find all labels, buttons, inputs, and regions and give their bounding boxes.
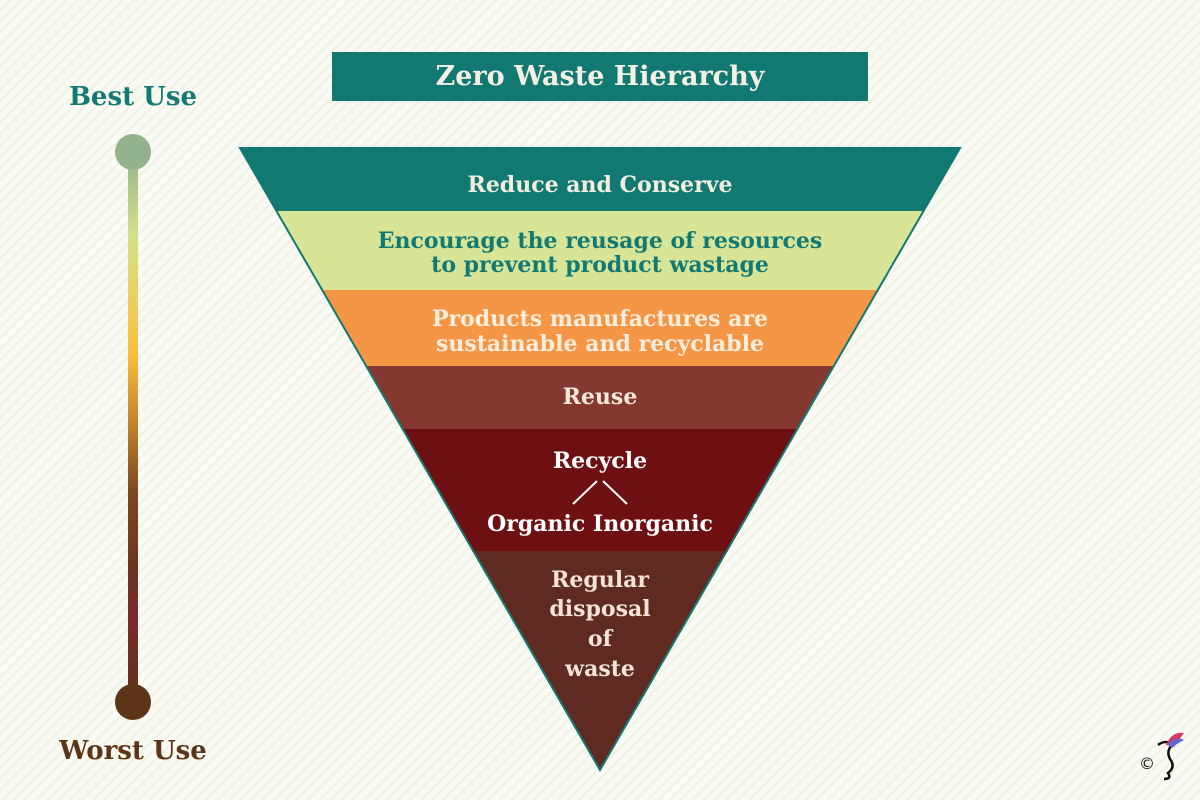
layer-text: of [588, 626, 614, 652]
scale-top-dot [115, 134, 151, 170]
layer-text: disposal [549, 596, 650, 622]
best-use-label: Best Use [68, 82, 198, 112]
layer-encourage [240, 211, 960, 290]
hummingbird-logo-icon [1157, 732, 1184, 781]
layer-text: Recycle [553, 448, 647, 474]
layer-text: sustainable and recyclable [436, 331, 764, 357]
worst-use-label: Worst Use [59, 736, 207, 766]
branch-line-left [572, 480, 598, 505]
layer-reduce [240, 148, 960, 211]
scale-bottom-dot [115, 684, 151, 720]
layer-text: Encourage the reusage of resources [378, 228, 823, 254]
branch-line-right [602, 480, 628, 505]
layer-text: to prevent product wastage [431, 252, 769, 278]
gradient-scale-bar [128, 152, 138, 700]
layer-text: Reuse [563, 384, 638, 410]
copyright-symbol: © [1139, 754, 1155, 773]
diagram-title: Zero Waste Hierarchy [332, 52, 868, 101]
layer-text: Organic Inorganic [487, 511, 713, 537]
layer-text: waste [564, 656, 635, 682]
layer-sustainable [240, 290, 960, 366]
layer-text: Regular [551, 567, 649, 593]
layer-text: Products manufactures are [432, 306, 768, 332]
layer-text: Reduce and Conserve [468, 172, 733, 198]
